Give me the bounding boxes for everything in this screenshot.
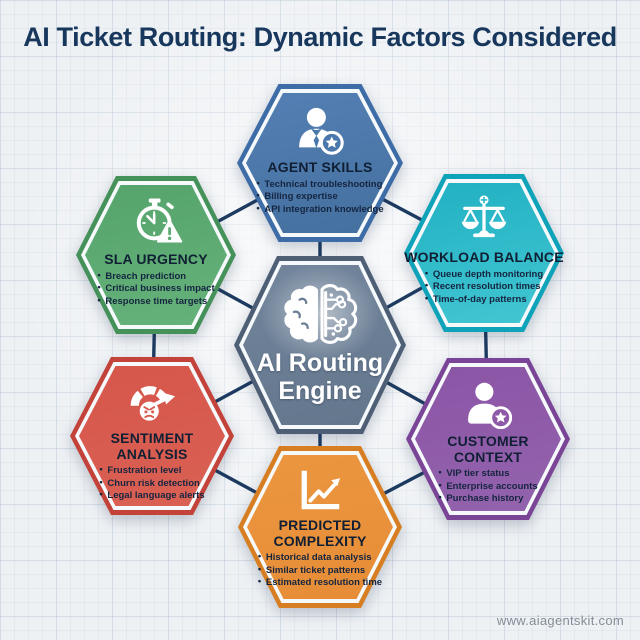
bullet-item: API integration knowledge	[256, 203, 383, 217]
bullet-item: Breach prediction	[97, 270, 214, 284]
bullet-item: Estimated resolution time	[258, 576, 382, 590]
bullet-item: Response time targets	[97, 295, 214, 309]
bullet-item: Critical business impact	[97, 282, 214, 296]
hexagon-bullets: Breach prediction Critical business impa…	[97, 270, 214, 309]
hexagon-predicted-complexity: PREDICTED COMPLEXITY Historical data ana…	[238, 446, 402, 608]
hexagon-title: CUSTOMER CONTEXT	[447, 433, 529, 465]
bullet-item: Legal language alerts	[99, 489, 204, 503]
bullet-item: Frustration level	[99, 464, 204, 478]
bullet-item: Churn risk detection	[99, 477, 204, 491]
hexagon-bullets: Technical troubleshooting Billing expert…	[256, 178, 383, 217]
customer-star-icon	[468, 382, 513, 430]
hexagon-sla-urgency: SLA URGENCY Breach prediction Critical b…	[76, 176, 236, 334]
bullet-item: Billing expertise	[256, 190, 383, 204]
hexagon-customer-context: CUSTOMER CONTEXT VIP tier status Enterpr…	[406, 358, 570, 520]
trend-chart-icon	[301, 470, 341, 510]
hexagon-title: SENTIMENT ANALYSIS	[110, 430, 194, 462]
bullet-item: Similar ticket patterns	[258, 564, 382, 578]
agent-star-icon	[299, 107, 344, 155]
bullet-item: Time-of-day patterns	[425, 293, 543, 307]
bullet-item: Enterprise accounts	[438, 480, 537, 494]
bullet-item: Technical troubleshooting	[256, 178, 383, 192]
hexagon-sentiment-analysis: SENTIMENT ANALYSIS Frustration level Chu…	[70, 357, 234, 515]
brain-circuit-icon	[284, 284, 358, 344]
stopwatch-alert-icon	[136, 198, 183, 243]
hexagon-title: PREDICTED COMPLEXITY	[273, 517, 367, 549]
center-title-line2: Engine	[278, 376, 362, 405]
hexagon-bullets: Frustration level Churn risk detection L…	[99, 464, 204, 503]
hexagon-workload-balance: WORKLOAD BALANCE Queue depth monitoring …	[404, 174, 564, 332]
hexagon-ai-routing-engine: AI Routing Engine	[234, 256, 406, 434]
gauge-angry-face-icon	[130, 386, 176, 421]
bullet-item: Historical data analysis	[258, 551, 382, 565]
icon-glow	[260, 264, 380, 364]
hexagon-bullets: Queue depth monitoring Recent resolution…	[425, 268, 543, 307]
page-title: AI Ticket Routing: Dynamic Factors Consi…	[23, 22, 617, 52]
bullet-item: Recent resolution times	[425, 280, 543, 294]
bullet-item: Purchase history	[438, 492, 537, 506]
hexagon-bullets: Historical data analysis Similar ticket …	[258, 551, 382, 590]
bullet-item: Queue depth monitoring	[425, 268, 543, 282]
bullet-item: VIP tier status	[438, 467, 537, 481]
hexagon-title: AGENT SKILLS	[267, 159, 373, 175]
hexagon-title: SLA URGENCY	[104, 251, 208, 267]
hexagon-title: WORKLOAD BALANCE	[404, 249, 564, 265]
balance-scale-icon	[461, 195, 507, 238]
website-url: www.aiagentskit.com	[496, 613, 624, 628]
hexagon-bullets: VIP tier status Enterprise accounts Purc…	[438, 467, 537, 506]
center-title-line1: AI Routing	[256, 349, 384, 377]
hexagon-agent-skills: AGENT SKILLS Technical troubleshooting B…	[237, 84, 403, 242]
